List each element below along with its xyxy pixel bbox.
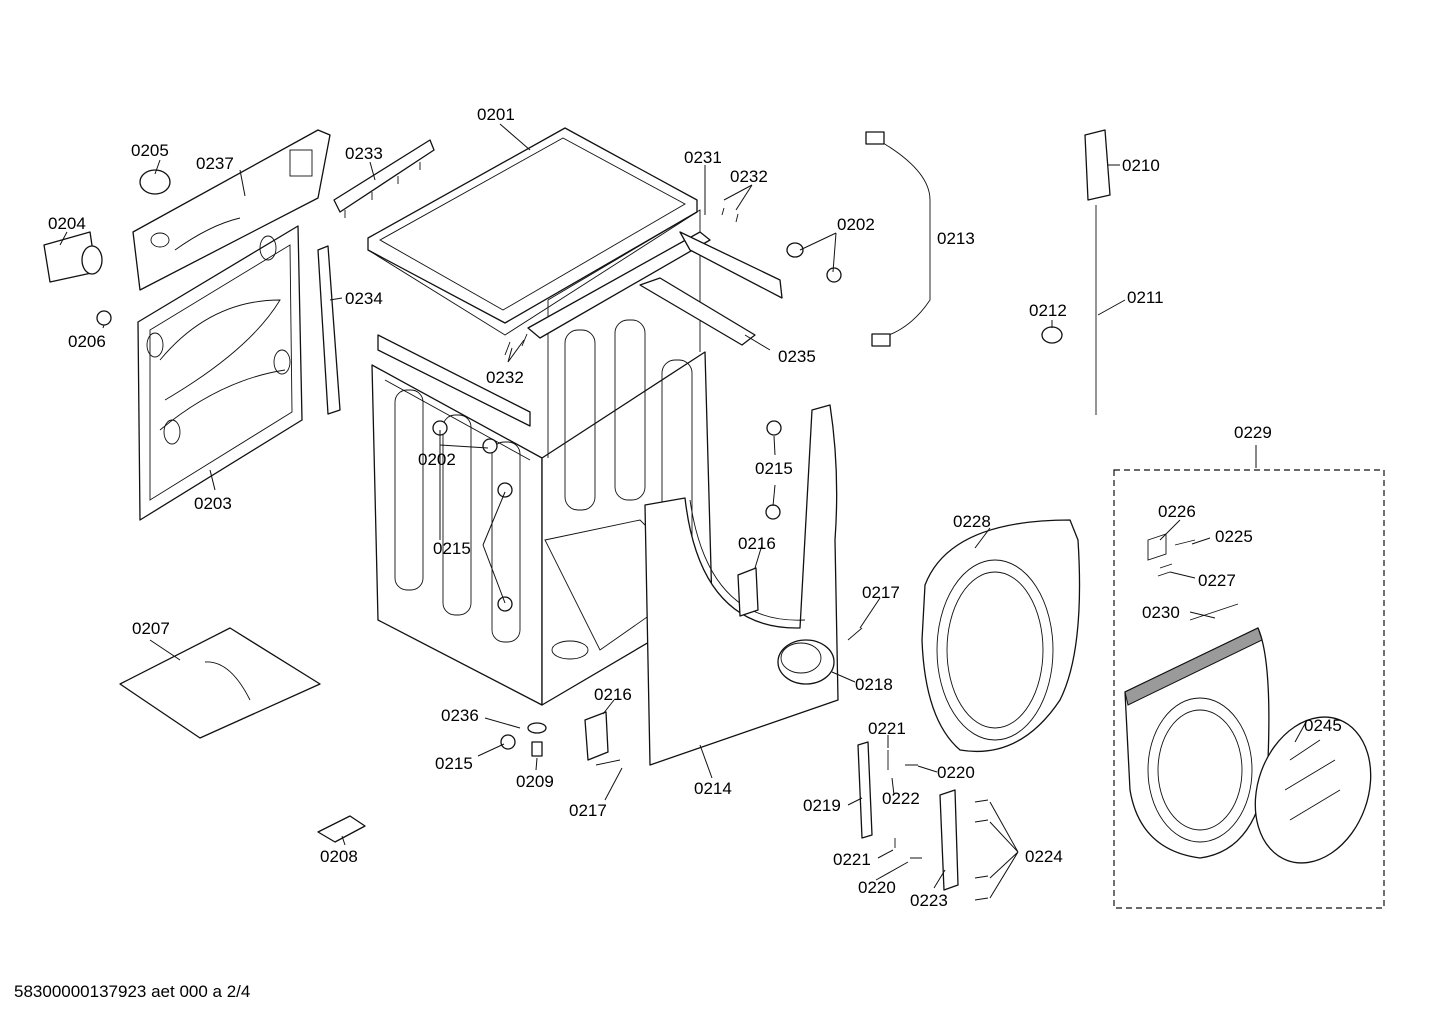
part-label: 0228 — [953, 512, 991, 531]
part-label: 0230 — [1142, 603, 1180, 622]
part-label: 0232 — [730, 167, 768, 186]
part-label: 0213 — [937, 229, 975, 248]
part-label: 0201 — [477, 105, 515, 124]
upper-crossbar — [377, 231, 783, 427]
part-label: 0235 — [778, 347, 816, 366]
part-label: 0218 — [855, 675, 893, 694]
part-label: 0226 — [1158, 502, 1196, 521]
top-cover — [367, 127, 698, 336]
part-label: 0209 — [516, 772, 554, 791]
part-labels: 0201 0205 0237 0233 0231 0232 0202 0213 … — [48, 105, 1342, 910]
rear-panel — [137, 225, 303, 521]
part-label: 0223 — [910, 891, 948, 910]
part-label: 0217 — [569, 801, 607, 820]
part-label: 0203 — [194, 494, 232, 513]
part-label: 0231 — [684, 148, 722, 167]
part-label: 0219 — [803, 796, 841, 815]
part-label: 0221 — [868, 719, 906, 738]
part-label: 0207 — [132, 619, 170, 638]
part-label: 0211 — [1127, 288, 1164, 307]
part-label: 0234 — [345, 289, 383, 308]
part-label: 0237 — [196, 154, 234, 173]
part-label: 0229 — [1234, 423, 1272, 442]
part-label: 0236 — [441, 706, 479, 725]
document-id: 58300000137923 aet 000 a 2/4 — [14, 982, 251, 1001]
part-label: 0210 — [1122, 156, 1160, 175]
part-label: 0206 — [68, 332, 106, 351]
door-frame-inner — [921, 519, 1081, 753]
part-label: 0208 — [320, 847, 358, 866]
part-label: 0215 — [435, 754, 473, 773]
part-label: 0204 — [48, 214, 86, 233]
part-label: 0202 — [837, 215, 875, 234]
part-label: 0215 — [755, 459, 793, 478]
small-parts — [43, 129, 1111, 901]
part-label: 0233 — [345, 144, 383, 163]
part-label: 0212 — [1029, 301, 1067, 320]
part-label: 0245 — [1304, 716, 1342, 735]
part-label: 0220 — [937, 763, 975, 782]
part-label: 0224 — [1025, 847, 1063, 866]
part-label: 0216 — [594, 685, 632, 704]
part-label: 0216 — [738, 534, 776, 553]
part-label: 0217 — [862, 583, 900, 602]
part-label: 0227 — [1198, 571, 1236, 590]
part-label: 0202 — [418, 450, 456, 469]
part-label: 0232 — [486, 368, 524, 387]
door-assembly — [1113, 469, 1385, 909]
part-label: 0205 — [131, 141, 169, 160]
leader-lines — [59, 123, 1307, 899]
part-label: 0221 — [833, 850, 871, 869]
part-label: 0215 — [433, 539, 471, 558]
front-panel — [644, 404, 839, 766]
part-label: 0222 — [882, 789, 920, 808]
rear-top-strip — [132, 129, 331, 291]
part-label: 0220 — [858, 878, 896, 897]
part-label: 0225 — [1215, 527, 1253, 546]
part-label: 0214 — [694, 779, 732, 798]
rails — [317, 139, 756, 415]
